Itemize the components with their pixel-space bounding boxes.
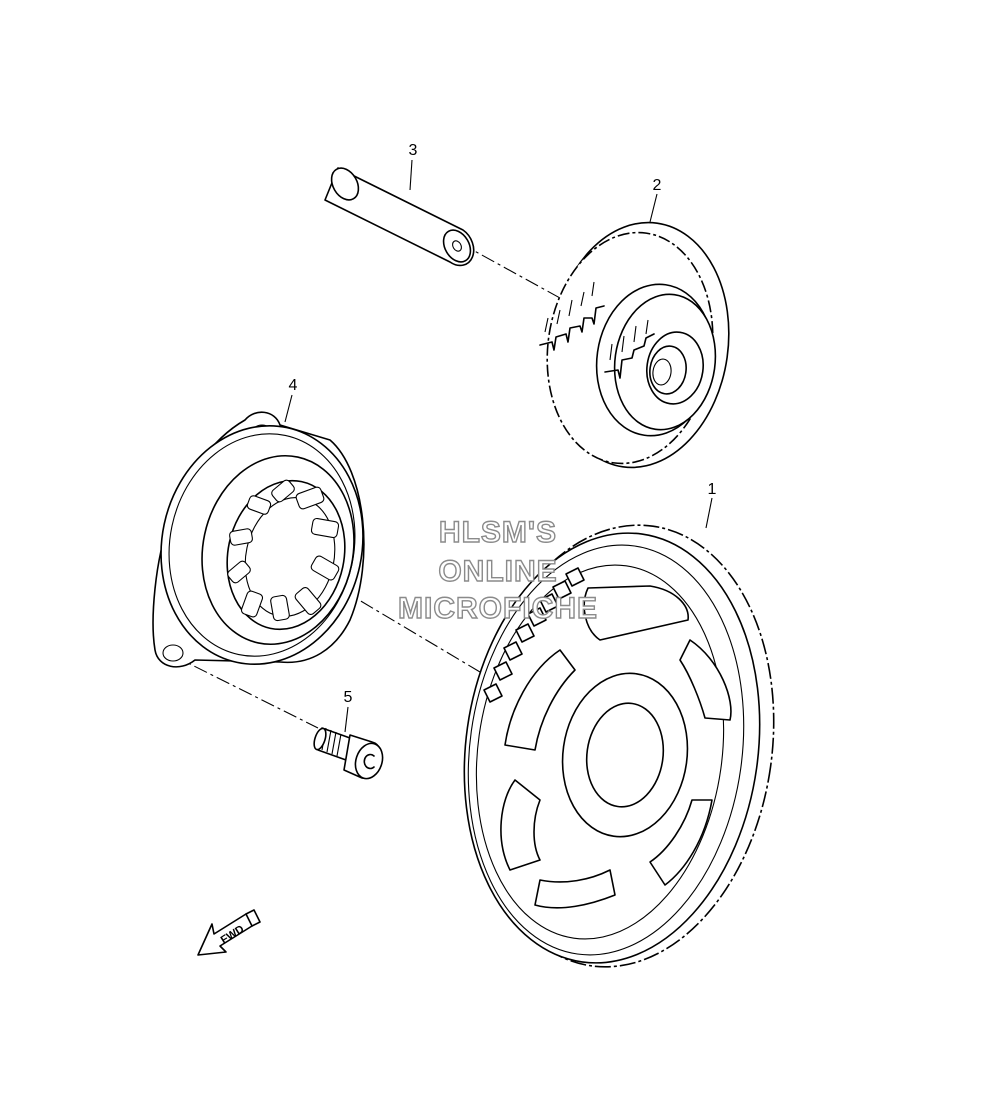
watermark: HLSM'S ONLINE MICROFICHE [397,515,598,625]
fwd-arrow-icon: FWD [197,909,261,956]
callout-2: 2 [653,177,662,194]
part-2-idler-gear[interactable] [533,211,745,479]
watermark-line-1: HLSM'S [439,516,557,549]
part-4-one-way-clutch[interactable] [139,407,385,683]
watermark-line-2: ONLINE [438,555,557,588]
callout-5: 5 [344,689,353,706]
part-1-starter-clutch-gear[interactable] [437,505,801,986]
callout-4: 4 [289,377,298,394]
callout-3: 3 [409,142,418,159]
gear-teeth [483,567,585,703]
callout-1: 1 [708,481,717,498]
assembly-lines [171,242,561,729]
part-3-pin[interactable] [324,163,476,267]
callout-leaders [284,159,713,733]
part-5-bolt[interactable] [312,727,387,782]
watermark-line-3: MICROFICHE [398,592,598,625]
